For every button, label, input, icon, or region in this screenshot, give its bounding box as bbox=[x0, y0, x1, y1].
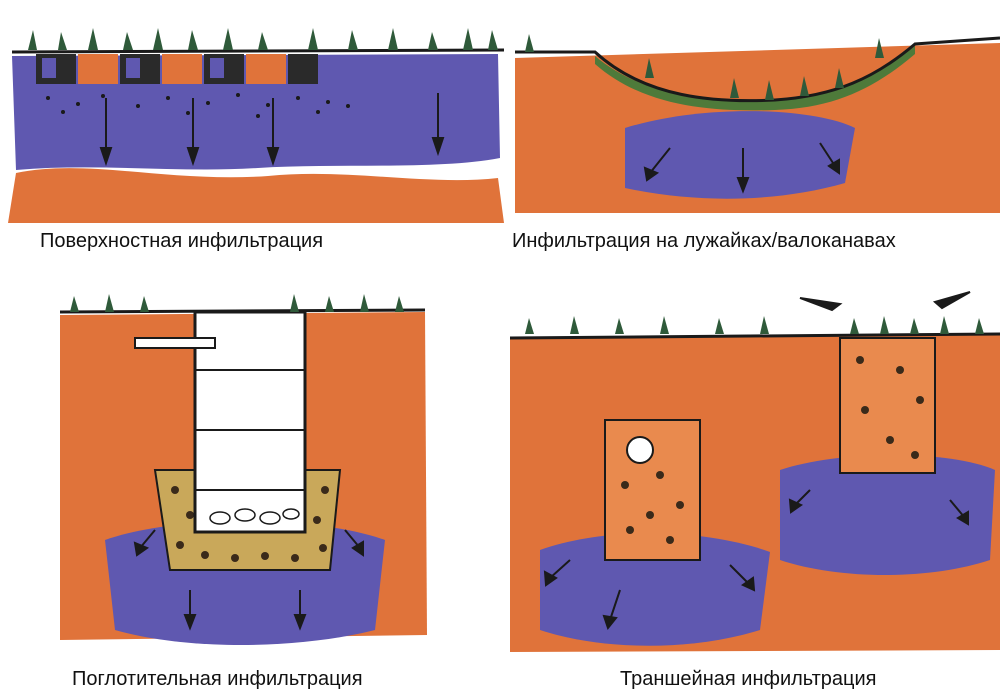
caption-lawn: Инфильтрация на лужайках/валоканавах bbox=[512, 230, 896, 253]
plant-icon bbox=[525, 316, 984, 334]
lawn-infiltration-illustration bbox=[515, 8, 1000, 223]
panel-absorption-infiltration bbox=[55, 290, 430, 660]
plant-icon bbox=[28, 28, 498, 50]
pipe-icon bbox=[627, 437, 653, 463]
caption-absorption: Поглотительная инфильтрация bbox=[72, 668, 363, 691]
caption-surface: Поверхностная инфильтрация bbox=[40, 230, 323, 253]
panel-surface-infiltration bbox=[8, 8, 504, 223]
absorption-infiltration-illustration bbox=[55, 290, 430, 660]
permeable-paving bbox=[36, 54, 318, 84]
surface-infiltration-illustration bbox=[8, 8, 504, 223]
trench-infiltration-illustration bbox=[510, 290, 1000, 660]
soil-layer bbox=[8, 168, 504, 223]
panel-lawn-infiltration bbox=[515, 8, 1000, 223]
trench-gravel-fill bbox=[605, 420, 700, 560]
ground-surface-line bbox=[12, 50, 504, 52]
trench-gravel-fill bbox=[840, 338, 935, 473]
panel-trench-infiltration bbox=[510, 290, 1000, 660]
pipe-icon bbox=[135, 338, 215, 348]
caption-trench: Траншейная инфильтрация bbox=[620, 668, 877, 691]
